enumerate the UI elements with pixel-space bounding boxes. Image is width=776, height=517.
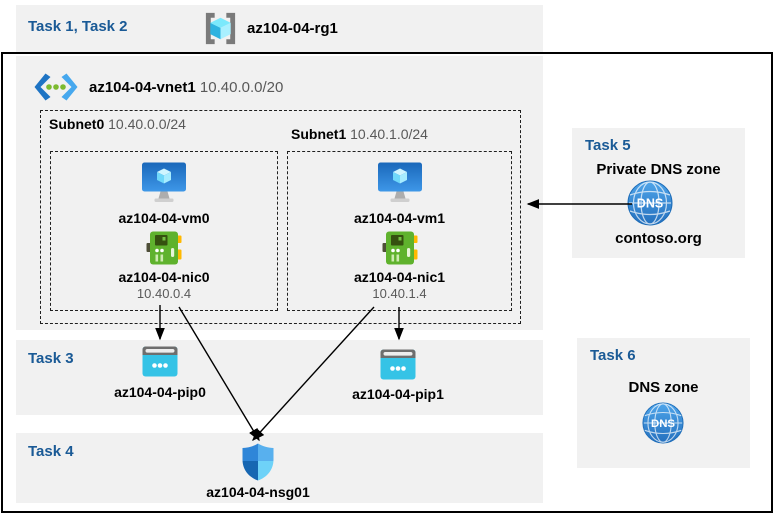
vnet-name: az104-04-vnet1 [89,78,196,96]
nsg-block: az104-04-nsg01 [206,443,310,500]
pip0-block: az104-04-pip0 [110,346,210,400]
dns-zone-icon: DNS [642,402,684,444]
task5-label: Task 5 [585,137,631,154]
task3-label: Task 3 [28,350,74,367]
nic0-ip: 10.40.0.4 [136,286,192,301]
vnet-icon [34,73,78,101]
subnet1-name: Subnet1 [291,126,347,142]
subnets-container: Subnet0 10.40.0.0/24 Subnet1 10.40.1.0/2… [40,110,521,324]
subnet1-label: Subnet1 10.40.1.0/24 [291,126,428,142]
subnet1-box: az104-04-vm1 az104-04-nic1 10.40.1.4 [287,151,512,311]
vm0-name: az104-04-vm0 [118,210,210,226]
subnet0-label: Subnet0 10.40.0.0/24 [49,116,186,132]
public-ip0-icon [142,346,178,377]
dns-badge-text: DNS [651,418,675,430]
vnet-panel: az104-04-vnet1 10.40.0.0/20 Subnet0 10.4… [16,56,543,330]
vnet-cidr: 10.40.0.0/20 [199,78,284,96]
private-dns-zone-title: Private DNS zone [596,161,721,178]
pip1-name: az104-04-pip1 [352,386,444,402]
diagram-frame [1,52,773,513]
subnet0-name: Subnet0 [49,116,105,132]
nic1-name: az104-04-nic1 [353,269,446,285]
dns-zone-title: DNS zone [628,379,699,396]
resource-group-icon [205,12,236,45]
dns-badge-text: DNS [637,197,663,211]
nic1-ip: 10.40.1.4 [372,286,427,301]
nic0-name: az104-04-nic0 [118,269,210,285]
vm1-icon [377,162,422,202]
pip0-name: az104-04-pip0 [114,384,206,400]
vnet-header: az104-04-vnet1 10.40.0.0/20 [34,72,283,102]
pip1-block: az104-04-pip1 [348,349,448,402]
task1-task2-label: Task 1, Task 2 [28,18,128,35]
public-ip1-icon [380,349,416,380]
task6-box: Task 6 DNS zone DNS [577,338,750,468]
task5-box: Task 5 Private DNS zone DNS contoso.org [572,128,745,258]
resource-group-name: az104-04-rg1 [247,20,338,37]
nsg-name: az104-04-nsg01 [206,484,310,500]
private-dns-zone-name: contoso.org [615,230,702,247]
nic0-icon [146,231,182,265]
subnet1-cidr: 10.40.1.0/24 [350,126,428,142]
vm1-name: az104-04-vm1 [353,210,446,226]
vnet-title: az104-04-vnet1 10.40.0.0/20 [89,79,283,96]
task4-strip: Task 4 az104-04-nsg01 [16,433,543,503]
task3-strip: Task 3 az104-04-pip0 az104-04-pip1 [16,340,543,415]
task1-task2-strip: Task 1, Task 2 az104-04-rg1 [16,5,543,52]
nic1-icon [382,231,417,265]
task6-label: Task 6 [590,347,636,364]
task4-label: Task 4 [28,443,74,460]
subnet0-cidr: 10.40.0.0/24 [108,116,186,132]
private-dns-zone-icon: DNS [627,180,673,226]
nsg-shield-icon [242,443,274,481]
vm0-icon [142,162,186,202]
subnet0-box: az104-04-vm0 az104-04-nic0 10.40.0.4 [50,151,278,311]
